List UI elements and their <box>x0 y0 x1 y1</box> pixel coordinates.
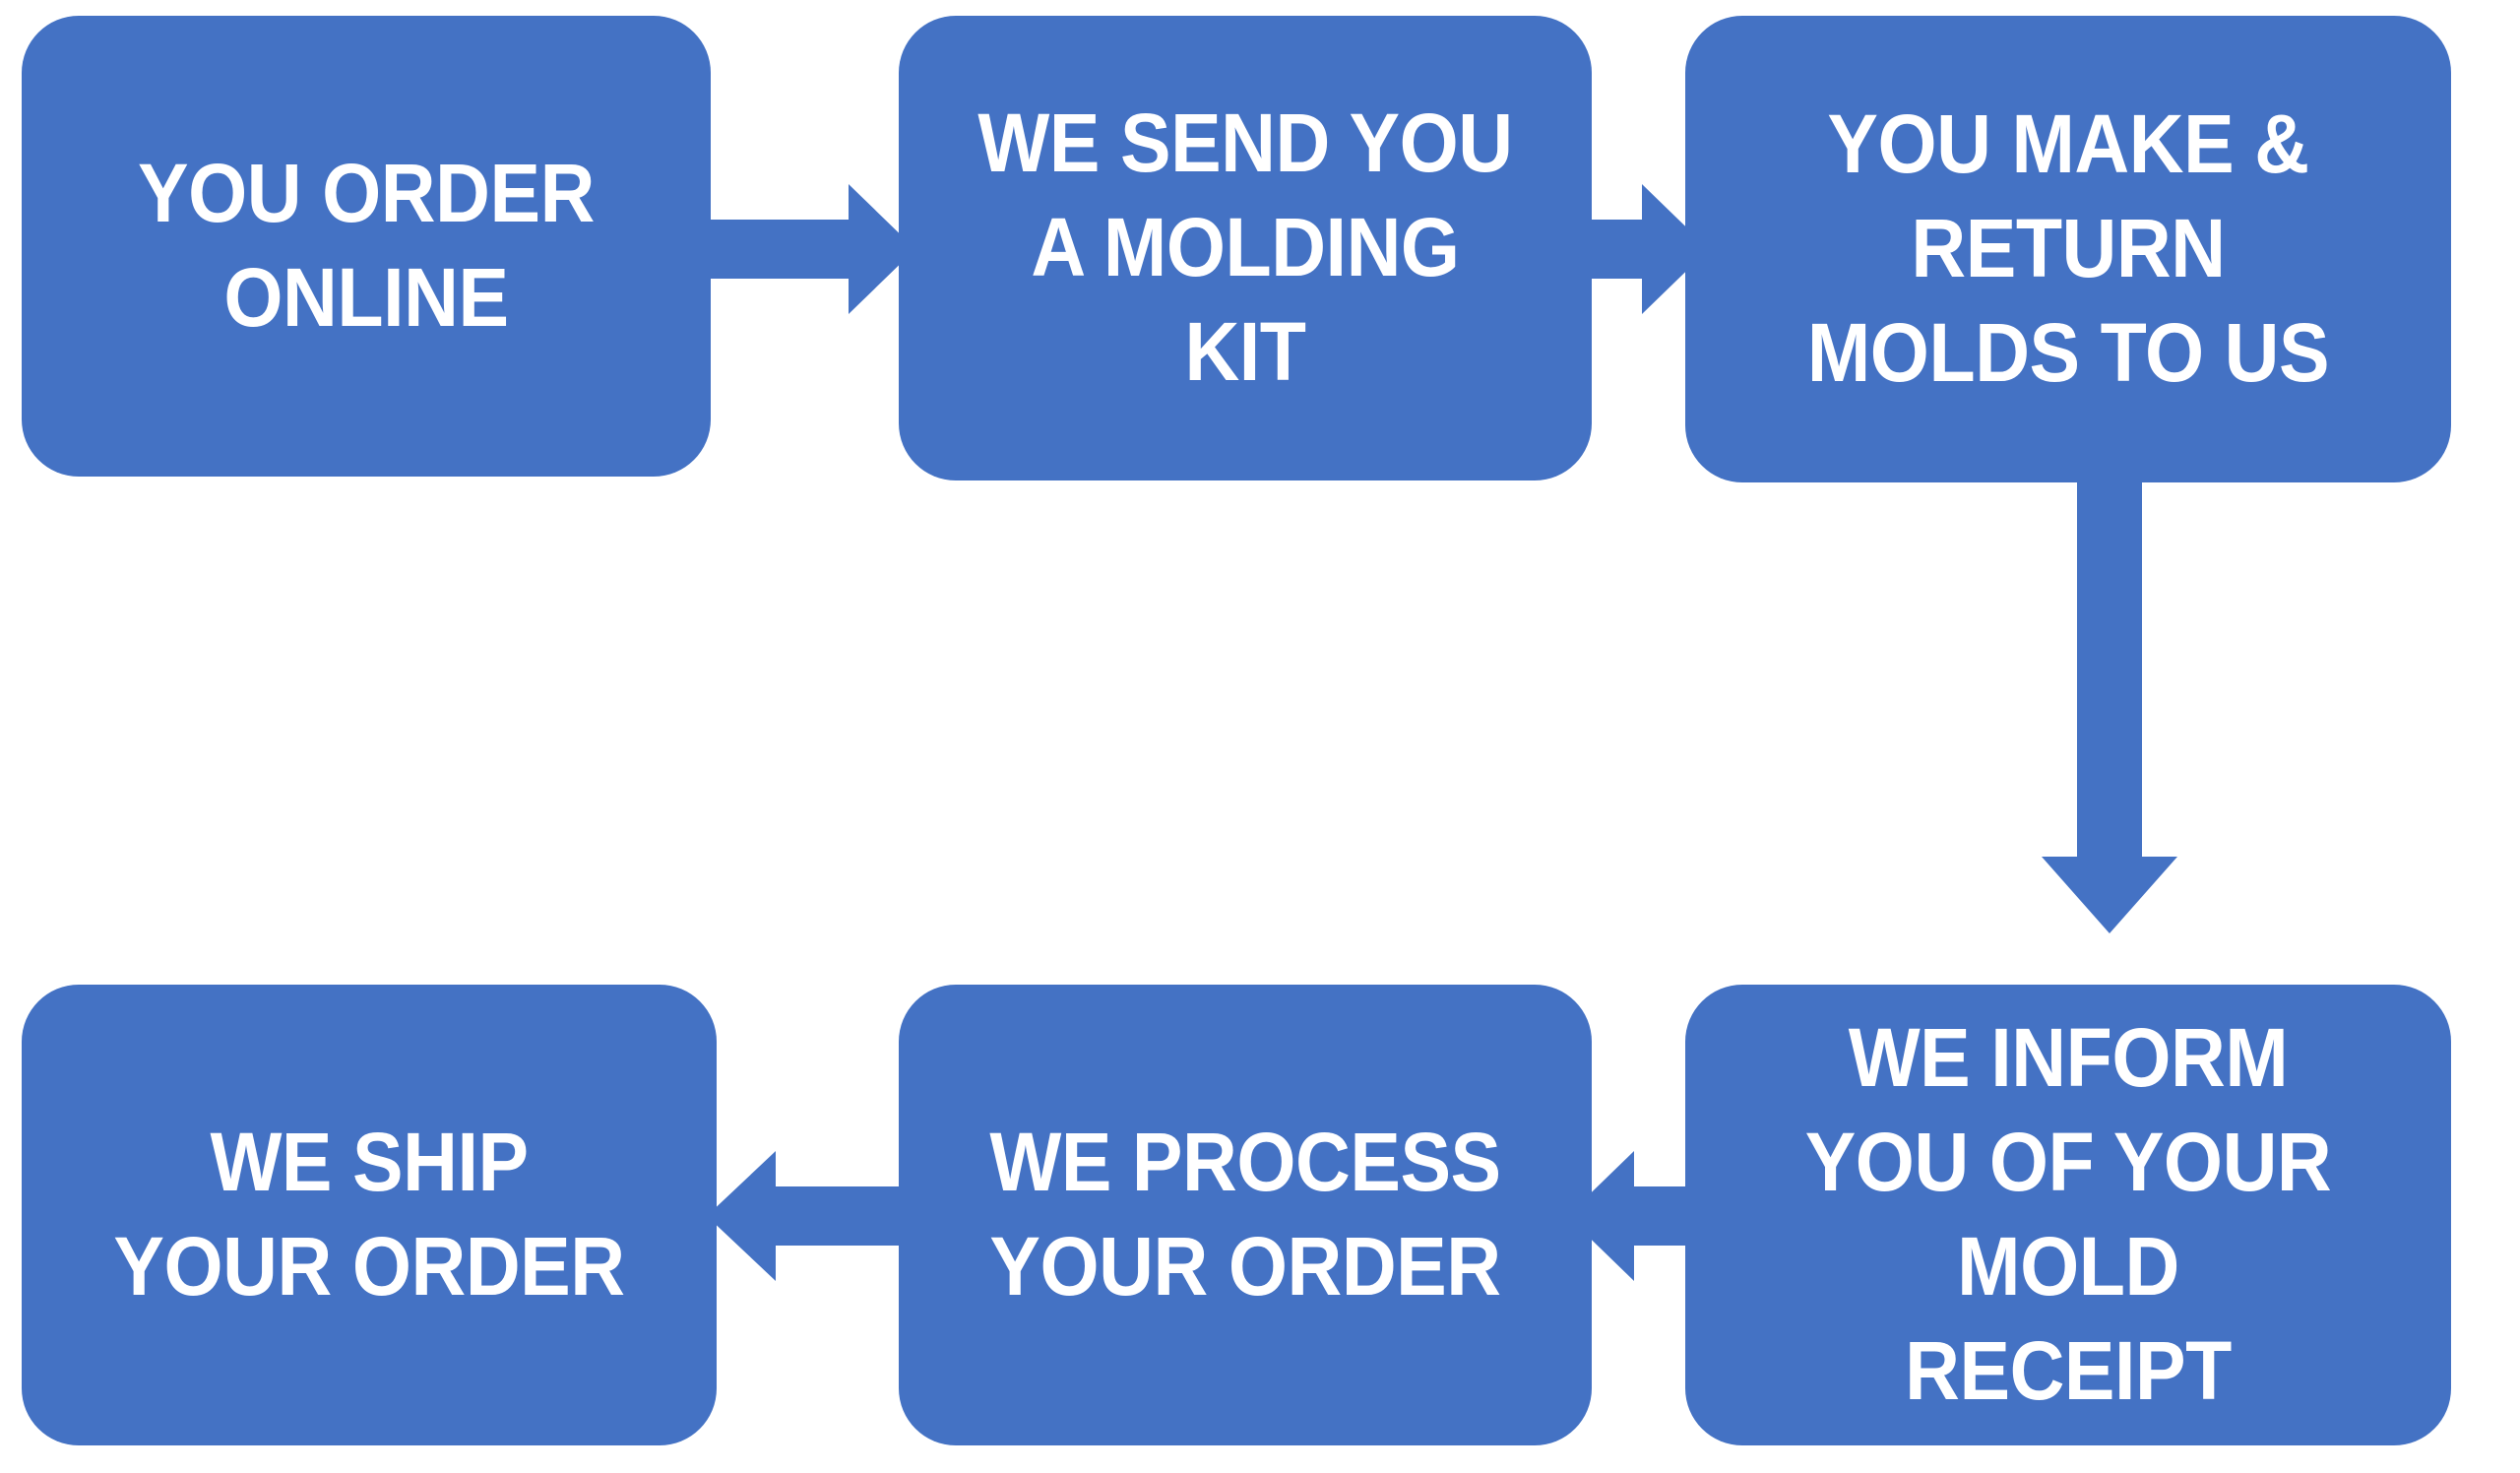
flow-node-order-online-label: YOU ORDER ONLINE <box>138 147 595 344</box>
flow-node-ship-order[interactable]: WE SHIP YOUR ORDER <box>22 985 717 1445</box>
flow-node-inform-receipt[interactable]: WE INFORM YOU OF YOUR MOLD RECEIPT <box>1685 985 2451 1445</box>
arrow-molds-to-inform <box>2042 463 2177 933</box>
flow-node-make-return[interactable]: YOU MAKE & RETURN MOLDS TO US <box>1685 16 2451 482</box>
arrow-process-to-ship <box>707 1151 908 1281</box>
flow-node-send-kit-label: WE SEND YOU A MOLDING KIT <box>977 96 1513 398</box>
flow-node-ship-order-label: WE SHIP YOUR ORDER <box>113 1116 625 1313</box>
flow-node-send-kit[interactable]: WE SEND YOU A MOLDING KIT <box>899 16 1592 480</box>
flow-node-process-order[interactable]: WE PROCESS YOUR ORDER <box>899 985 1592 1445</box>
flow-node-order-online[interactable]: YOU ORDER ONLINE <box>22 16 711 477</box>
arrow-order-to-kit <box>703 184 915 314</box>
flow-node-process-order-label: WE PROCESS YOUR ORDER <box>989 1116 1501 1313</box>
flow-node-make-return-label: YOU MAKE & RETURN MOLDS TO US <box>1806 97 2330 399</box>
flow-node-inform-receipt-label: WE INFORM YOU OF YOUR MOLD RECEIPT <box>1804 1011 2332 1417</box>
